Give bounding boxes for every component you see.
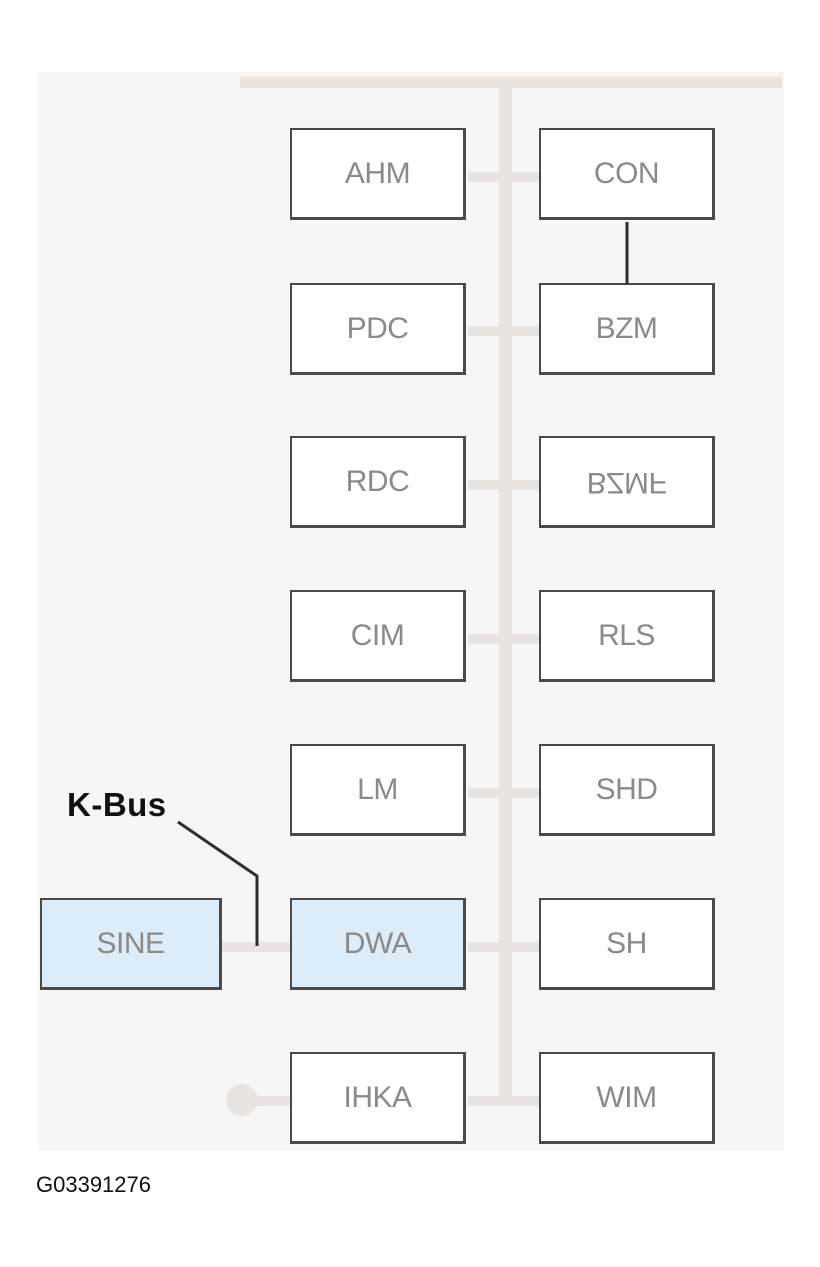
module-bzm-label: BZM (595, 311, 658, 345)
module-lm: LM (290, 744, 466, 836)
module-sh-label: SH (606, 926, 647, 960)
module-rdc-label: RDC (345, 464, 410, 498)
sine-dwa-link (221, 942, 291, 952)
bus-stub-row-2 (468, 326, 540, 336)
module-shd-label: SHD (595, 772, 658, 806)
module-bzmf: BZMF (539, 436, 715, 528)
bus-stub-row-6 (468, 942, 540, 952)
k-bus-label: K-Bus (67, 786, 167, 823)
module-sh: SH (539, 898, 715, 990)
module-bzmf-label: BZMF (586, 465, 667, 499)
module-sine: SINE (40, 898, 222, 990)
bus-stub-row-7 (468, 1096, 540, 1106)
module-rdc: RDC (290, 436, 466, 528)
module-wim: WIM (539, 1052, 715, 1144)
module-cim-label: CIM (350, 618, 405, 652)
module-pdc-label: PDC (346, 311, 409, 345)
module-ihka: IHKA (290, 1052, 466, 1144)
bus-stub-row-4 (468, 634, 540, 644)
module-dwa-label: DWA (343, 926, 412, 960)
figure-id: G03391276 (36, 1172, 151, 1197)
module-ihka-label: IHKA (343, 1080, 412, 1114)
bus-stub-row-5 (468, 788, 540, 798)
module-con-label: CON (593, 156, 660, 190)
module-lm-label: LM (357, 772, 398, 806)
ihka-input-line (240, 1096, 291, 1106)
bus-terminator-node (226, 1084, 258, 1116)
module-con: CON (539, 128, 715, 220)
module-cim: CIM (290, 590, 466, 682)
module-pdc: PDC (290, 283, 466, 375)
module-rls-label: RLS (598, 618, 655, 652)
module-sine-label: SINE (96, 926, 165, 960)
bus-stub-row-1 (468, 172, 540, 182)
module-shd: SHD (539, 744, 715, 836)
module-bzm: BZM (539, 283, 715, 375)
module-rls: RLS (539, 590, 715, 682)
bus-stub-row-3 (468, 480, 540, 490)
module-ahm-label: AHM (344, 156, 411, 190)
module-wim-label: WIM (596, 1080, 657, 1114)
module-dwa: DWA (290, 898, 466, 990)
module-ahm: AHM (290, 128, 466, 220)
